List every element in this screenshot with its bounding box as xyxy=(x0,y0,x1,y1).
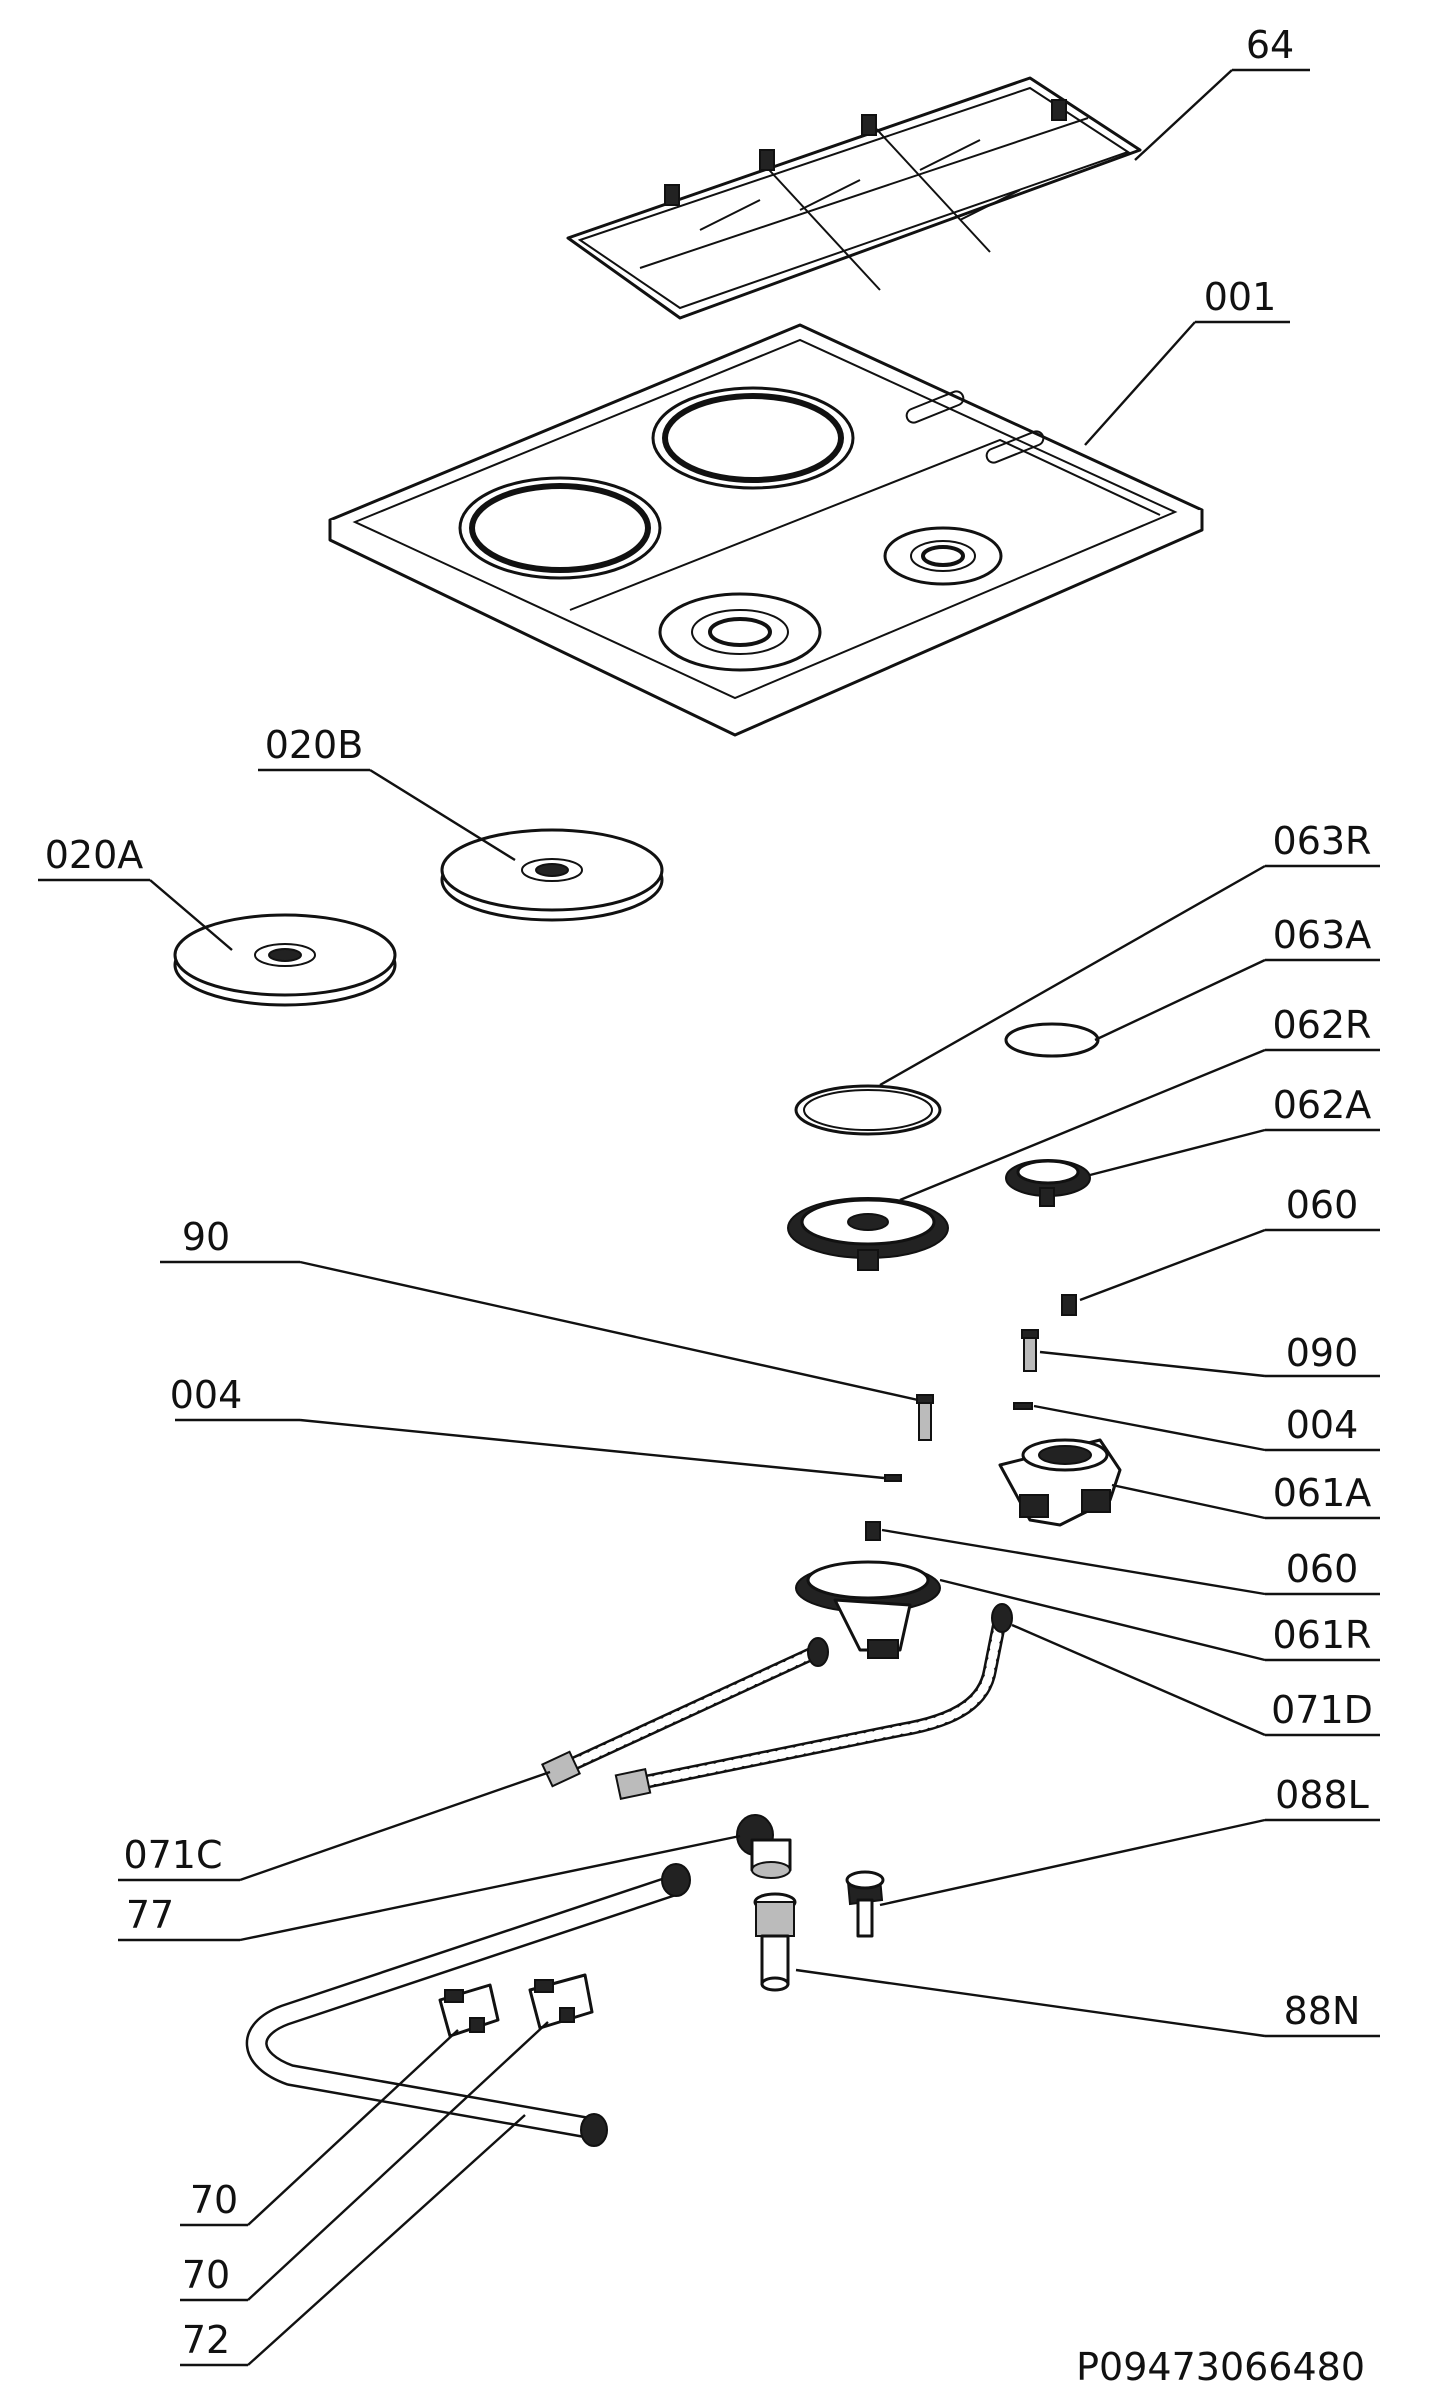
label-77: 77 xyxy=(126,1893,174,1937)
part-77-elbow[interactable] xyxy=(736,1814,792,1879)
label-071C: 071C xyxy=(123,1833,222,1877)
part-004-screw-left[interactable] xyxy=(884,1474,902,1482)
label-062A: 062A xyxy=(1273,1083,1372,1127)
part-060-injector-mid[interactable] xyxy=(865,1521,881,1541)
label-90: 90 xyxy=(182,1215,230,1259)
label-071D: 071D xyxy=(1271,1688,1373,1732)
label-001: 001 xyxy=(1204,275,1277,319)
part-90-thermocouple-left[interactable] xyxy=(916,1394,934,1441)
part-071D-gas-pipe[interactable] xyxy=(614,1603,1013,1801)
label-004-right: 004 xyxy=(1286,1403,1359,1447)
label-88N: 88N xyxy=(1284,1989,1361,2033)
part-001-hob-top[interactable] xyxy=(328,323,1204,737)
part-061A-burner-body[interactable] xyxy=(998,1438,1122,1527)
part-061R-burner-body[interactable] xyxy=(795,1560,941,1659)
label-72: 72 xyxy=(182,2318,230,2362)
part-060-injector-top[interactable] xyxy=(1061,1294,1077,1316)
part-64-pan-support[interactable] xyxy=(566,76,1142,320)
leader-lines xyxy=(38,68,1380,2367)
label-063A: 063A xyxy=(1273,913,1372,957)
label-061R: 061R xyxy=(1273,1613,1372,1657)
part-70-gas-tap-b[interactable] xyxy=(528,1973,594,2030)
part-071C-gas-pipe[interactable] xyxy=(541,1637,829,1788)
label-020B: 020B xyxy=(265,723,364,767)
label-063R: 063R xyxy=(1273,819,1372,863)
part-063A-burner-cap[interactable] xyxy=(1004,1022,1100,1058)
label-70-a: 70 xyxy=(190,2178,238,2222)
part-88N-connector[interactable] xyxy=(753,1892,797,1992)
label-060-top: 060 xyxy=(1286,1183,1359,1227)
part-020B-hot-plate[interactable] xyxy=(440,828,664,922)
part-72-gas-manifold[interactable] xyxy=(245,1863,691,2147)
label-004-left: 004 xyxy=(170,1373,243,1417)
label-090: 090 xyxy=(1286,1331,1359,1375)
label-70-b: 70 xyxy=(182,2253,230,2297)
label-060-mid: 060 xyxy=(1286,1547,1359,1591)
drawing-code: P09473066480 xyxy=(1076,2345,1365,2389)
part-088L-connector[interactable] xyxy=(845,1870,885,1938)
part-004-screw-right[interactable] xyxy=(1013,1402,1033,1410)
part-062A-burner-crown[interactable] xyxy=(1005,1159,1091,1207)
part-062R-burner-crown[interactable] xyxy=(787,1197,949,1271)
label-062R: 062R xyxy=(1273,1003,1372,1047)
part-090-thermocouple-right[interactable] xyxy=(1021,1329,1039,1372)
part-70-gas-tap-a[interactable] xyxy=(438,1983,500,2038)
part-020A-hot-plate[interactable] xyxy=(173,913,397,1007)
part-labels: 64 001 020B 020A 063R 063A 062R 062A 060… xyxy=(45,23,1373,2389)
label-64: 64 xyxy=(1246,23,1294,67)
label-061A: 061A xyxy=(1273,1471,1372,1515)
label-020A: 020A xyxy=(45,833,144,877)
label-088L: 088L xyxy=(1275,1773,1369,1817)
part-063R-burner-cap[interactable] xyxy=(794,1084,942,1136)
